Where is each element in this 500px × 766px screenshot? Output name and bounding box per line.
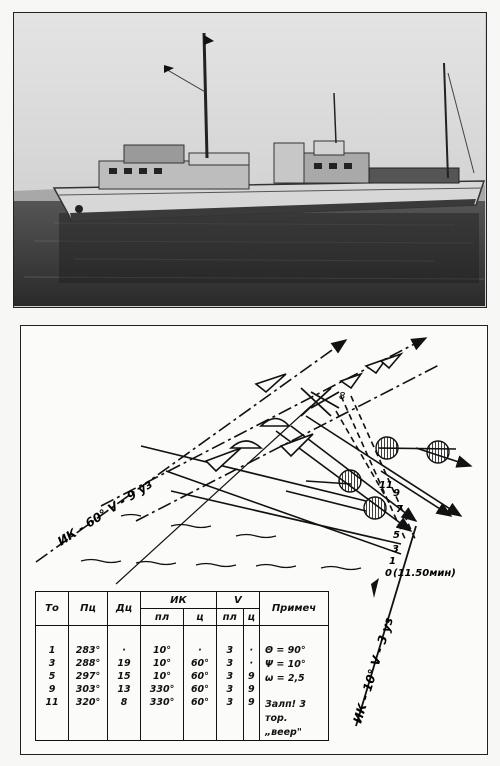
header-ik: ИК — [140, 591, 217, 609]
torpedo-marker — [363, 496, 387, 520]
header-v: V — [215, 591, 261, 609]
ship-marker — [339, 372, 364, 390]
ship-marker — [204, 447, 242, 473]
torpedo-marker — [375, 436, 399, 460]
time-mark: 9 — [393, 488, 400, 499]
ship-photo-image — [14, 13, 485, 306]
ship-marker — [279, 433, 314, 458]
attack-diagram: 8 11 9 7 5 3 1 0 (11.50мин) ИК - 60° — [20, 325, 488, 755]
header-dc: Дц — [107, 591, 141, 626]
ship-marker — [254, 373, 287, 394]
note-omega: ω = 2,5 — [265, 673, 305, 684]
time-mark: 0 — [385, 568, 392, 579]
header-t: Tо — [35, 591, 69, 626]
col-pc: 283°288°297°303°320° — [68, 625, 108, 741]
note-theta: Θ = 90° — [265, 645, 306, 656]
time-mark: 7 — [396, 504, 403, 515]
track-plot: 8 11 9 7 5 3 1 0 (11.50мин) ИК - 60° — [35, 337, 473, 727]
upper-track-label: ИК - 60° V - 9 уз — [55, 477, 155, 549]
time-note: (11.50мин) — [393, 568, 456, 579]
col-ik-c: ·60°60°60°60° — [183, 625, 217, 741]
note-salvo: Залп! 3 тор. — [265, 699, 306, 724]
time-mark: 11 — [379, 480, 393, 491]
header-v-c: ц — [242, 608, 261, 626]
torpedo-marker — [426, 440, 450, 464]
header-note: Примеч — [259, 591, 329, 626]
torpedo-marker — [338, 469, 362, 493]
note-spread: „веер" — [265, 727, 302, 738]
svg-text:8: 8 — [339, 391, 345, 402]
header-pc: Пц — [68, 591, 108, 626]
ship-marker — [379, 352, 404, 370]
ship-track-upper — [35, 339, 348, 563]
time-mark: 3 — [392, 544, 399, 555]
submarine-track — [355, 525, 417, 727]
ship-photo — [13, 12, 487, 308]
col-ik-pl: 10°10°10°330°330° — [139, 625, 185, 741]
lower-track-label: ИК - 10° V - 3 уз — [350, 616, 396, 725]
header-ik-c: ц — [183, 608, 217, 626]
note-psi: Ψ = 10° — [265, 659, 306, 670]
time-mark: 1 — [389, 556, 396, 567]
ship-marker — [364, 357, 389, 375]
col-notes: Θ = 90° Ψ = 10° ω = 2,5 Залп! 3 тор. „ве… — [259, 625, 329, 741]
header-v-pl: пл — [215, 608, 244, 626]
hit-marker — [300, 387, 340, 417]
header-ik-pl: пл — [139, 608, 185, 626]
time-mark: 5 — [393, 530, 400, 541]
